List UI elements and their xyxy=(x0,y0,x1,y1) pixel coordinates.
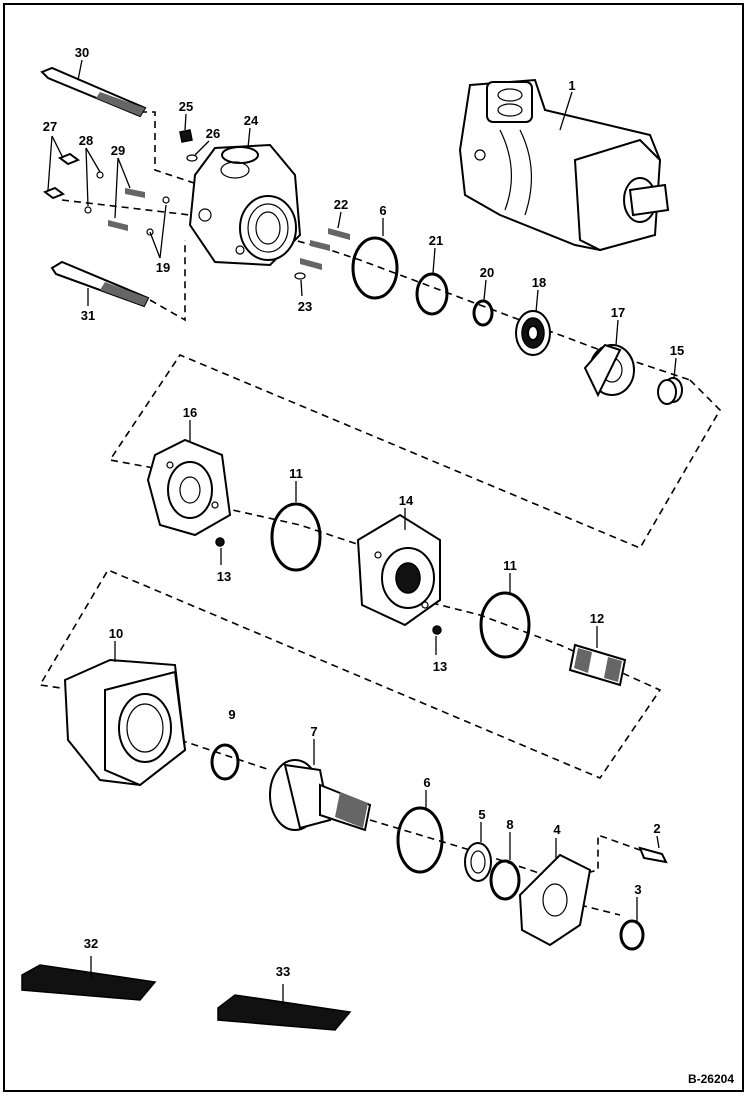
part-4-flange xyxy=(518,853,592,947)
callout-15: 15 xyxy=(670,343,684,358)
callout-3: 3 xyxy=(634,882,641,897)
callout-27: 27 xyxy=(43,119,57,134)
callout-16: 16 xyxy=(183,405,197,420)
callout-22: 22 xyxy=(334,197,348,212)
part-17-bearing-plate xyxy=(583,343,635,398)
callout-13-upper: 13 xyxy=(217,569,231,584)
callout-24: 24 xyxy=(244,113,259,128)
part-5-seal xyxy=(464,842,492,882)
small-parts-cluster xyxy=(42,129,350,280)
callout-21: 21 xyxy=(429,233,443,248)
part-18-seal xyxy=(515,310,551,356)
part-8-ring xyxy=(489,859,521,901)
part-1-motor xyxy=(458,78,670,252)
part-15-sleeve xyxy=(657,377,683,405)
part-10-housing xyxy=(63,658,187,787)
callout-1: 1 xyxy=(568,78,575,93)
callout-6-lower: 6 xyxy=(423,775,430,790)
callout-9: 9 xyxy=(228,707,235,722)
callout-20: 20 xyxy=(480,265,494,280)
callout-29: 29 xyxy=(111,143,125,158)
callout-19: 19 xyxy=(156,260,170,275)
part-13-ball-lower xyxy=(432,625,442,635)
callout-23: 23 xyxy=(298,299,312,314)
callout-14: 14 xyxy=(399,493,414,508)
part-30-long-bolt xyxy=(40,66,147,118)
callout-12: 12 xyxy=(590,611,604,626)
part-2-bolt xyxy=(638,846,668,864)
part-7-output-shaft xyxy=(269,759,372,832)
part-24-valve-housing xyxy=(188,143,302,267)
callout-31: 31 xyxy=(81,308,95,323)
callout-11-upper: 11 xyxy=(289,466,303,481)
callout-8: 8 xyxy=(506,817,513,832)
callout-13-lower: 13 xyxy=(433,659,447,674)
callout-28: 28 xyxy=(79,133,93,148)
part-6-seal-ring-upper xyxy=(351,236,399,300)
callout-11-lower: 11 xyxy=(503,558,517,573)
callout-5: 5 xyxy=(478,807,485,822)
part-9-ring xyxy=(210,743,240,781)
part-13-ball-upper xyxy=(215,537,225,547)
part-20-ring xyxy=(472,299,494,327)
part-12-drive-shaft xyxy=(568,643,627,687)
part-11-ring-lower xyxy=(479,591,531,659)
callout-30: 30 xyxy=(75,45,89,60)
callout-6-upper: 6 xyxy=(379,203,386,218)
part-14-gerotor xyxy=(356,513,441,627)
callout-33: 33 xyxy=(276,964,290,979)
part-11-ring-upper xyxy=(270,502,322,572)
diagram-border xyxy=(3,3,744,1092)
callout-26: 26 xyxy=(206,126,220,141)
callout-leaders xyxy=(47,59,677,1005)
callout-32: 32 xyxy=(84,936,98,951)
part-6-seal-ring-lower xyxy=(396,806,444,874)
part-21-ring xyxy=(415,272,449,316)
part-31-long-bolt xyxy=(50,260,150,308)
callout-25: 25 xyxy=(179,99,193,114)
part-16-plate xyxy=(146,438,232,537)
callout-labels: 1 2 3 4 5 6 6 7 8 9 10 11 11 12 13 13 14… xyxy=(43,45,684,979)
callout-2: 2 xyxy=(653,821,660,836)
figure-id: B-26204 xyxy=(688,1072,734,1086)
callout-17: 17 xyxy=(611,305,625,320)
part-3-ring xyxy=(619,919,645,951)
callout-7: 7 xyxy=(310,724,317,739)
callout-10: 10 xyxy=(109,626,123,641)
part-32-decal xyxy=(21,964,157,1001)
part-33-decal xyxy=(217,994,352,1031)
callout-18: 18 xyxy=(532,275,546,290)
callout-4: 4 xyxy=(553,822,561,837)
